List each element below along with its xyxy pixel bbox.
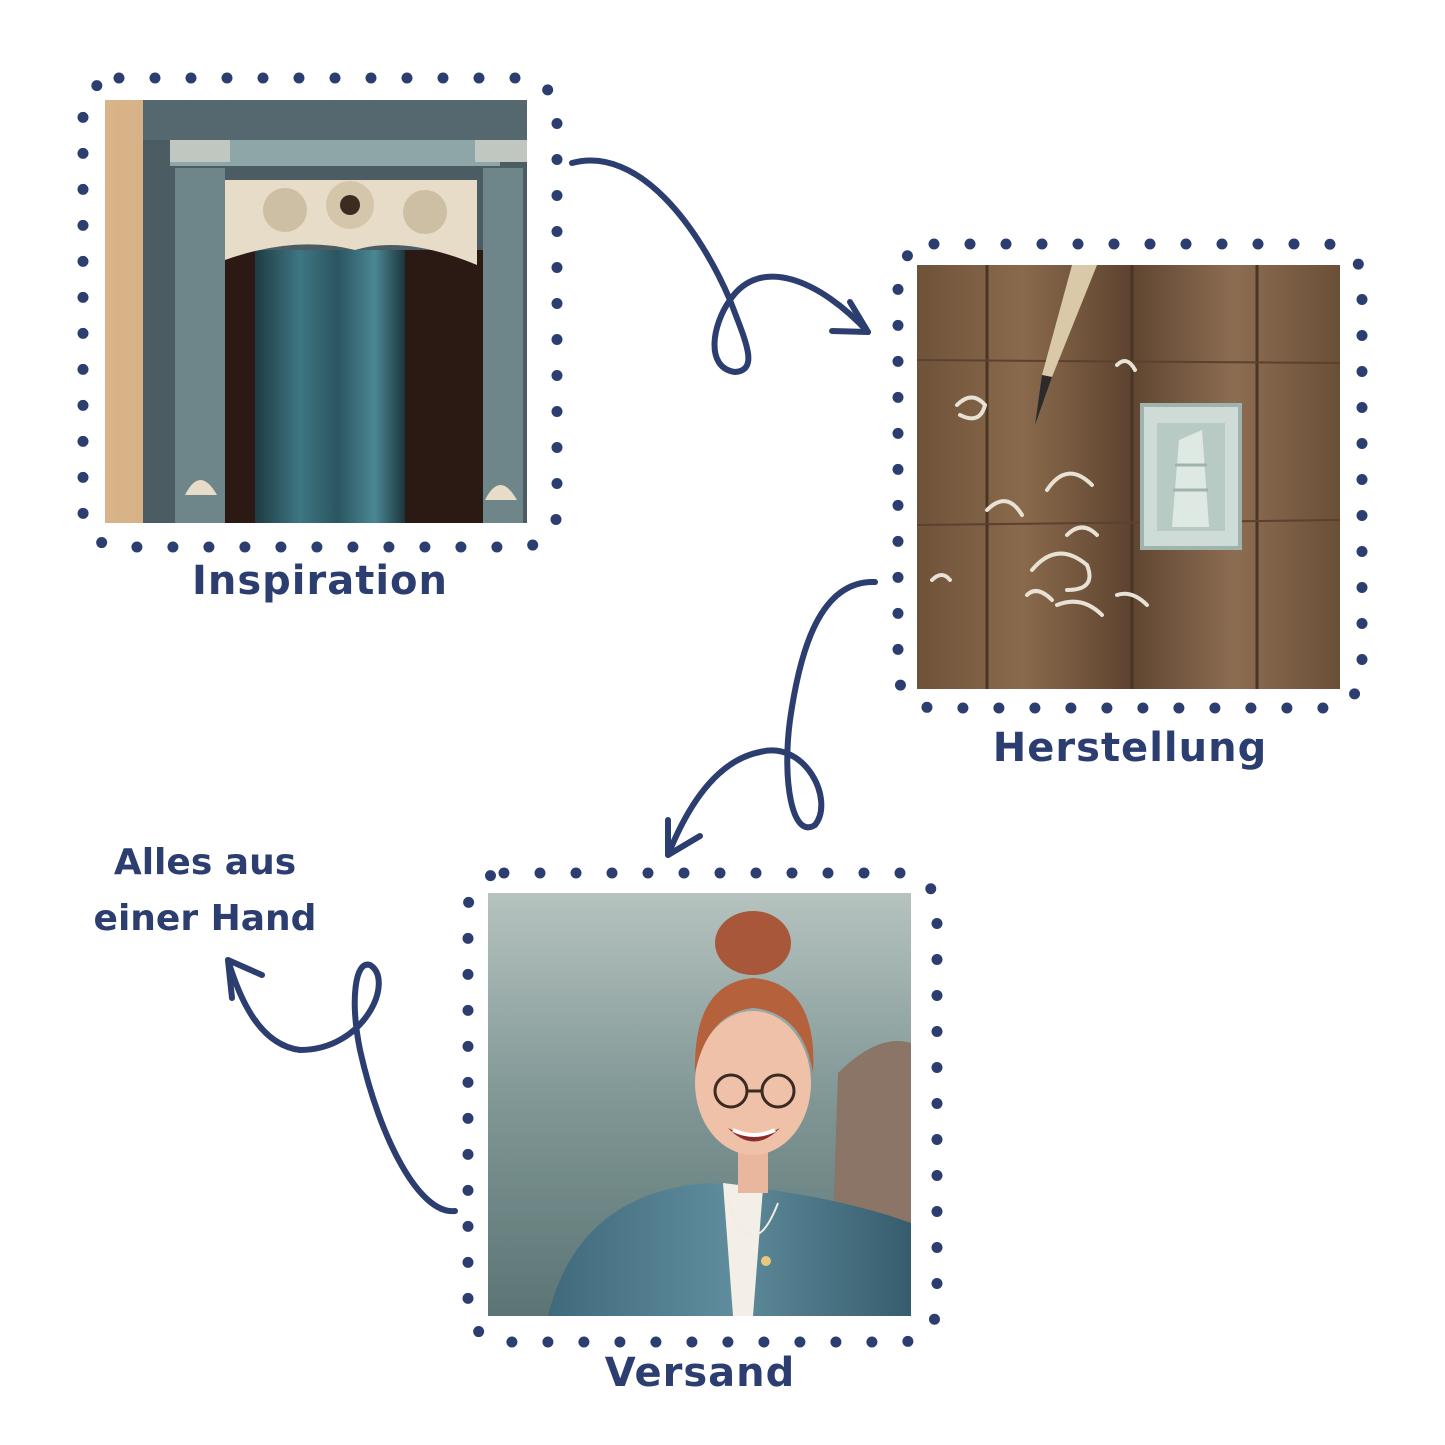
versand-photo (488, 893, 911, 1316)
arrow-herstellung-to-versand (665, 578, 878, 858)
step-label-inspiration: Inspiration (191, 558, 449, 604)
inspiration-photo (105, 100, 527, 523)
arrowhead-versand (665, 817, 703, 858)
arrowhead-herstellung (829, 299, 871, 335)
step-label-versand: Versand (604, 1350, 796, 1396)
side-note-line-2: einer Hand (93, 898, 317, 939)
step-label-herstellung: Herstellung (992, 725, 1268, 771)
arrow-versand-to-note (225, 957, 458, 1215)
herstellung-photo (917, 265, 1340, 689)
dotted-frame-inspiration (77, 72, 563, 553)
dotted-frame-herstellung (892, 238, 1368, 714)
dotted-frame-versand (462, 867, 943, 1348)
side-note: Alles aus einer Hand (55, 835, 355, 947)
side-note-line-1: Alles aus (113, 842, 297, 883)
arrow-inspiration-to-herstellung (569, 157, 871, 375)
arrowhead-note (225, 957, 265, 1001)
